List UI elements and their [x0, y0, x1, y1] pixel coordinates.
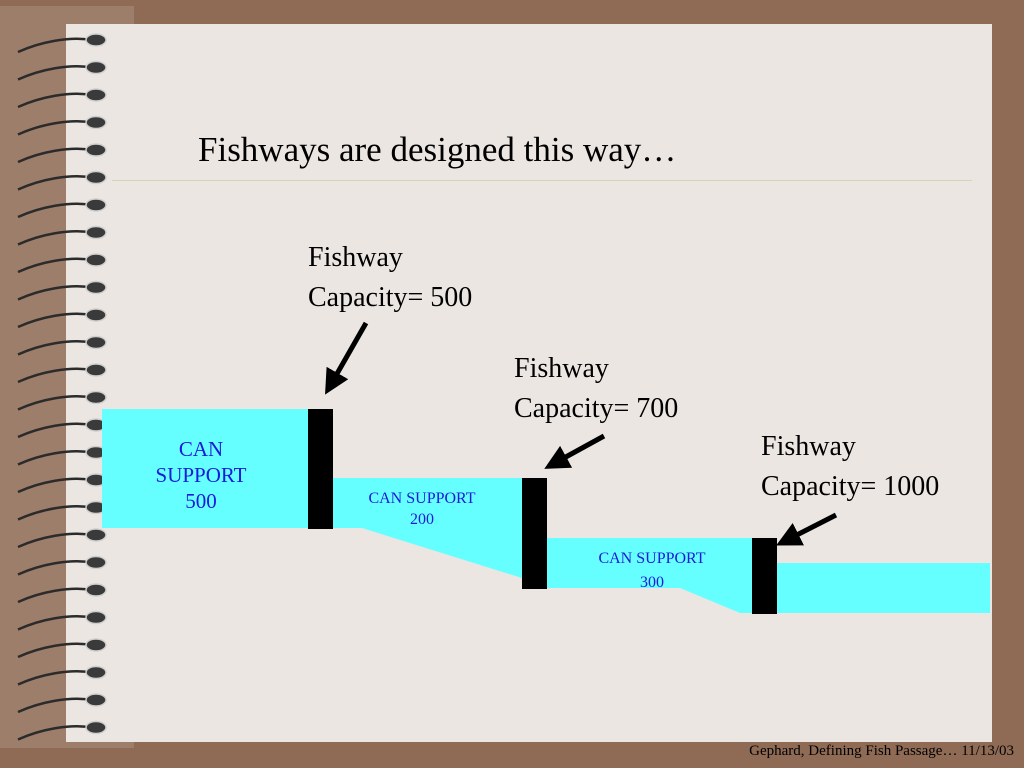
spiral-ring	[17, 257, 93, 274]
spiral-hole	[85, 170, 107, 185]
spiral-hole	[85, 638, 107, 652]
spiral-ring	[17, 339, 93, 356]
spiral-hole	[85, 225, 107, 240]
spiral-ring	[17, 614, 93, 631]
spiral-ring	[17, 147, 93, 164]
fishway-barrier-3	[752, 538, 777, 614]
spiral-hole	[85, 33, 107, 47]
spiral-hole	[85, 335, 107, 350]
pool-1-label-line1: CAN	[178, 437, 224, 461]
fishway-barrier-2	[522, 478, 547, 589]
arrow-3	[776, 512, 838, 546]
slide-canvas	[66, 24, 992, 742]
pool-1-label-line3: 500	[185, 489, 217, 513]
spiral-ring	[17, 37, 93, 54]
fishway-callout-3-line2: Capacity= 1000	[761, 471, 940, 502]
spiral-ring	[17, 202, 93, 219]
spiral-ring	[17, 174, 93, 191]
arrow-2	[544, 433, 606, 469]
spiral-ring	[17, 477, 93, 494]
spiral-hole	[85, 308, 107, 322]
spiral-ring	[17, 394, 93, 411]
fishway-callout-2-line1: Fishway	[514, 353, 609, 384]
fishway-callout-2-line2: Capacity= 700	[514, 393, 679, 424]
spiral-ring	[17, 724, 93, 741]
spiral-ring	[17, 367, 93, 384]
pool-3-water	[546, 538, 752, 613]
fishway-callout-2: Fishway Capacity= 700	[514, 349, 678, 429]
spiral-ring	[17, 504, 93, 521]
spiral-hole	[85, 143, 107, 157]
spiral-ring	[17, 449, 93, 466]
spiral-ring	[17, 697, 93, 714]
spiral-ring	[17, 92, 93, 109]
spiral-hole	[85, 253, 107, 267]
spiral-hole	[85, 60, 107, 75]
spiral-ring	[17, 64, 93, 81]
slide-footer: Gephard, Defining Fish Passage… 11/13/03	[749, 743, 1014, 759]
spiral-hole	[85, 390, 107, 405]
spiral-ring	[17, 312, 93, 329]
pool-2-label: CAN SUPPORT 200	[342, 488, 502, 530]
fishway-callout-3: Fishway Capacity= 1000	[761, 427, 939, 507]
pool-3-label-line1: CAN SUPPORT	[598, 550, 706, 567]
spiral-hole	[85, 693, 107, 707]
pool-1-label: CAN SUPPORT 500	[128, 436, 274, 514]
pool-1-water	[102, 409, 308, 528]
spiral-ring	[17, 422, 93, 439]
fishway-barrier-1	[308, 409, 333, 529]
spiral-ring	[17, 284, 93, 301]
spiral-ring	[17, 532, 93, 549]
pool-2-label-line1: CAN SUPPORT	[368, 490, 476, 507]
fishway-callout-1-line1: Fishway	[308, 242, 403, 273]
spiral-ring	[17, 229, 93, 246]
spiral-hole	[85, 528, 107, 542]
spiral-binding	[17, 33, 107, 741]
title-divider	[112, 180, 972, 181]
pool-4-water	[776, 563, 990, 613]
spiral-hole	[85, 363, 107, 377]
spiral-ring	[17, 119, 93, 136]
pool-1-label-line2: SUPPORT	[155, 463, 247, 487]
spiral-hole	[85, 198, 107, 212]
pool-2-water	[332, 478, 522, 578]
spiral-hole	[85, 280, 107, 295]
slide-title: Fishways are designed this way…	[198, 130, 677, 169]
spiral-ring	[17, 587, 93, 604]
spiral-hole	[85, 720, 107, 735]
spiral-ring	[17, 669, 93, 686]
spiral-hole	[85, 115, 107, 130]
arrow-1	[325, 321, 369, 395]
pool-3-label: CAN SUPPORT 300	[572, 547, 732, 595]
fishway-callout-1: Fishway Capacity= 500	[308, 238, 472, 318]
spiral-ring	[17, 642, 93, 659]
spiral-hole	[85, 88, 107, 102]
spiral-hole	[85, 583, 107, 597]
fishway-callout-3-line1: Fishway	[761, 431, 856, 462]
pool-3-label-line2: 300	[640, 574, 664, 591]
pool-2-label-line2: 200	[410, 511, 434, 528]
fishway-callout-1-line2: Capacity= 500	[308, 282, 473, 313]
spiral-hole	[85, 555, 107, 570]
spiral-hole	[85, 665, 107, 680]
spiral-ring	[17, 559, 93, 576]
spiral-hole	[85, 610, 107, 625]
